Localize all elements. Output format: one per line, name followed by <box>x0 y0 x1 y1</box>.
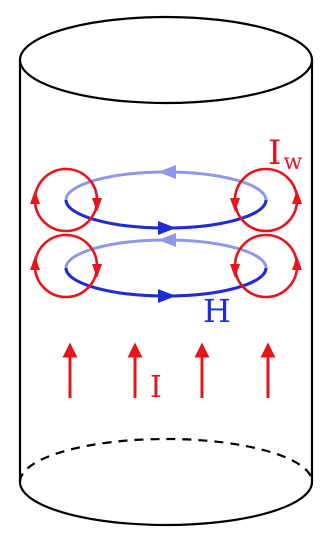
field-arrow-lower-back <box>158 233 176 247</box>
field-arrow-lower-front <box>158 289 176 303</box>
cylinder-bottom-back-arc <box>18 437 314 483</box>
cylinder-bottom-front-arc <box>18 481 314 527</box>
wall-loop-arrow-left-upper-inner <box>92 198 102 212</box>
wall-loop-arrow-left-lower-inner <box>92 264 102 278</box>
wall-loop-arrow-left-upper-outer <box>30 190 40 204</box>
wall-current-label: Iw <box>268 133 302 175</box>
cylinder-top-rim <box>18 15 314 105</box>
wall-loop-arrow-right-lower-outer <box>292 256 302 270</box>
wall-loop-arrow-left-lower-outer <box>30 256 40 270</box>
field-arrow-upper-back <box>158 165 176 179</box>
field-arrow-upper-front <box>158 221 176 235</box>
cylinder <box>18 15 314 527</box>
wall-current-subscript: w <box>283 150 302 175</box>
axial-current-label: I <box>150 370 162 405</box>
wall-current-symbol: I <box>268 133 281 173</box>
magnetic-field-label: H <box>203 292 231 330</box>
wall-loop-arrow-right-upper-inner <box>230 198 240 212</box>
wall-loop-arrow-right-lower-inner <box>230 264 240 278</box>
field-loop-lower <box>64 233 268 303</box>
wall-loop-arrowheads <box>30 190 302 278</box>
field-loop-upper <box>64 165 268 235</box>
wall-loop-arrow-right-upper-outer <box>292 190 302 204</box>
axial-current-arrows <box>62 342 276 398</box>
